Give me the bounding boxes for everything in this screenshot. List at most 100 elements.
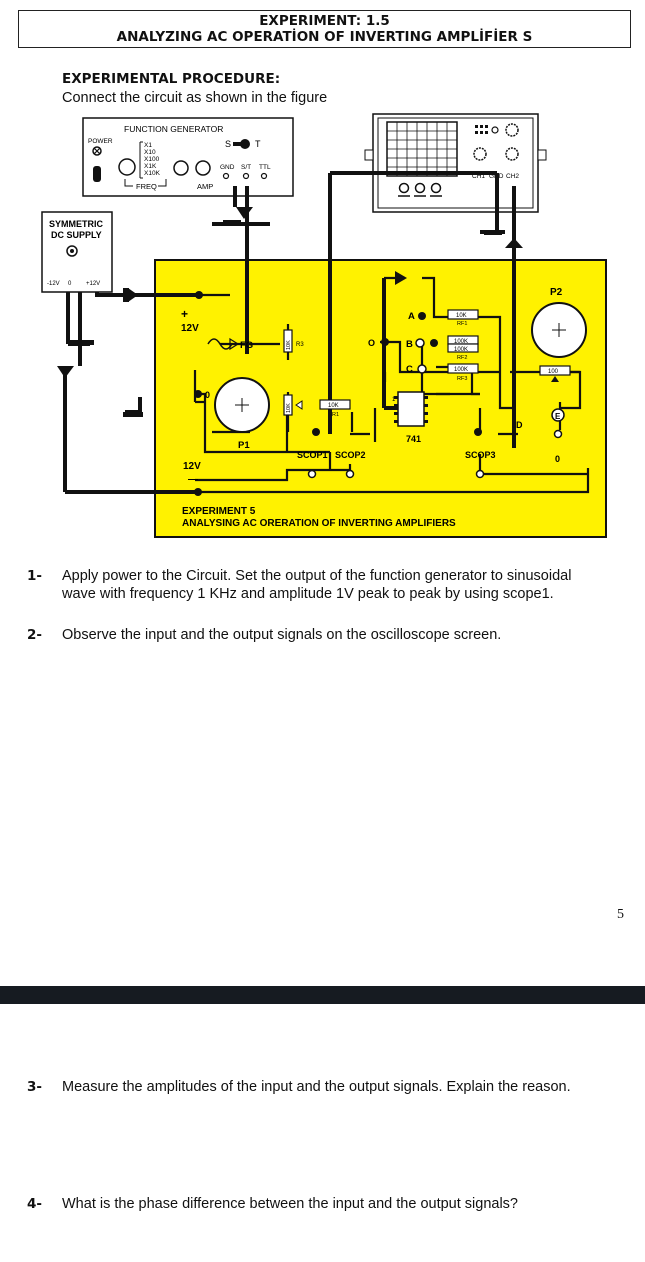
oscilloscope-screen <box>386 121 458 177</box>
neg12-label: -12V <box>47 281 60 287</box>
arrow-scope-ch1-icon <box>395 271 407 285</box>
step-1-text-2: wave with frequency 1 KHz and amplitude … <box>62 586 554 602</box>
step-4-number: 4- <box>27 1196 42 1212</box>
circuit-figure: FUNCTION GENERATOR POWER X1 X10 X100 X1K… <box>41 113 607 538</box>
title-box: EXPERIMENT: 1.5 ANALYZING AC OPERATİON O… <box>18 10 631 48</box>
o-terminal-icon <box>381 338 389 346</box>
scope-dial-1-icon <box>398 182 410 194</box>
svg-text:100K: 100K <box>454 347 468 353</box>
scope-knob-1-icon <box>505 123 519 137</box>
step-2-text: Observe the input and the output signals… <box>62 627 502 643</box>
ttl-label: TTL <box>259 164 271 171</box>
amp-label: AMP <box>197 182 213 191</box>
function-generator-label: FUNCTION GENERATOR <box>124 124 223 134</box>
gnd-terminal-icon <box>222 172 230 180</box>
r3-resistor <box>283 329 293 353</box>
ground-bar-2 <box>70 340 94 345</box>
page-divider <box>0 986 645 1004</box>
ttl-terminal-icon <box>260 172 268 180</box>
c-label: C <box>406 364 413 375</box>
range-x10k: X10K <box>144 170 161 177</box>
scope-dial-2-icon <box>414 182 426 194</box>
ground-bar-3 <box>123 412 143 417</box>
plus-label: + <box>181 307 188 321</box>
arrow-supply-icon <box>57 366 74 378</box>
r3-value: 10K <box>286 340 292 350</box>
step-2-number: 2- <box>27 627 42 643</box>
st-terminal-icon <box>242 172 250 180</box>
rf3-resistor <box>447 363 479 374</box>
svg-text:10K: 10K <box>456 313 467 319</box>
range-knob-icon <box>173 160 189 176</box>
arrow-scope-ch2-icon <box>505 238 523 248</box>
fg-label: FG <box>240 340 253 351</box>
amp-knob-icon <box>195 160 211 176</box>
svg-text:R1: R1 <box>332 412 339 418</box>
e-label: E <box>555 412 561 421</box>
svg-text:10K: 10K <box>286 403 292 413</box>
power-label: POWER <box>88 138 113 145</box>
p1-label: P1 <box>238 440 250 451</box>
zero-terminal-label: 0 <box>205 390 210 400</box>
r100-resistor <box>539 365 571 376</box>
r1-resistor <box>319 399 351 410</box>
t-label: T <box>255 139 261 149</box>
page-number: 5 <box>617 907 624 922</box>
oscilloscope-buttons-icon <box>475 125 488 134</box>
step-3-number: 3- <box>27 1079 42 1095</box>
svg-text:100K: 100K <box>454 339 468 345</box>
a-label: A <box>408 311 415 322</box>
power-switch-icon <box>93 166 101 182</box>
experiment-title: EXPERIMENT: 1.5 <box>259 13 390 29</box>
pos12-label: +12V <box>86 281 100 287</box>
step-1-number: 1- <box>27 568 42 584</box>
svg-text:1: 1 <box>392 397 396 403</box>
supply-label-1: SYMMETRIC <box>49 219 104 229</box>
board-caption-2: ANALYSING AC ORERATION OF INVERTING AMPL… <box>182 518 456 529</box>
freq-knob-icon <box>118 158 136 176</box>
scop3-label: SCOP3 <box>465 450 496 460</box>
scope-knob-2-icon <box>473 147 487 161</box>
range-x1: X1 <box>144 142 152 149</box>
svg-text:100: 100 <box>548 369 559 375</box>
plus12-terminal-icon <box>195 291 203 299</box>
d-label: D <box>516 420 523 430</box>
scop1-label: SCOP1 <box>297 450 328 460</box>
zero-label: 0 <box>68 281 72 287</box>
p2-label: P2 <box>550 287 563 298</box>
ground-bar-1 <box>223 220 241 225</box>
range-x100: X100 <box>144 156 160 163</box>
procedure-intro: Connect the circuit as shown in the figu… <box>62 90 328 106</box>
procedure-heading: EXPERIMENTAL PROCEDURE: <box>62 71 281 87</box>
p1-resistor <box>283 394 293 416</box>
zero-b-label: 0 <box>555 454 560 464</box>
supply-label-2: DC SUPPLY <box>51 230 102 240</box>
step-4-text: What is the phase difference between the… <box>62 1196 518 1212</box>
r3-label: R3 <box>296 342 304 348</box>
v12-top-label: 12V <box>181 323 199 334</box>
ic-label: 741 <box>406 434 421 444</box>
rf2-resistor-2 <box>447 343 479 353</box>
sine-wave-icon <box>207 338 233 350</box>
ch1-label: CH1 <box>472 173 485 180</box>
arrow-plus12-icon <box>128 288 138 302</box>
e-terminal-icon <box>551 408 565 422</box>
function-generator-box <box>82 117 294 197</box>
board-caption-1: EXPERIMENT 5 <box>182 506 256 517</box>
experiment-subtitle: ANALYZING AC OPERATİON OF INVERTING AMPL… <box>116 29 533 45</box>
range-x10: X10 <box>144 149 156 156</box>
svg-text:RF2: RF2 <box>457 355 467 361</box>
wires <box>63 171 516 494</box>
step-3-text: Measure the amplitudes of the input and … <box>62 1079 571 1095</box>
arrow-fg-icon <box>236 207 253 219</box>
gnd-label: GND <box>220 164 235 171</box>
scope-dial-3-icon <box>430 182 442 194</box>
freq-label: FREQ <box>136 182 157 191</box>
svg-text:100K: 100K <box>454 367 468 373</box>
rf1-resistor <box>447 309 479 320</box>
range-x1k: X1K <box>144 163 157 170</box>
o-label: O <box>368 338 375 348</box>
step-1-text-1: Apply power to the Circuit. Set the outp… <box>62 568 572 584</box>
scop2-label: SCOP2 <box>335 450 366 460</box>
scope-knob-3-icon <box>505 147 519 161</box>
